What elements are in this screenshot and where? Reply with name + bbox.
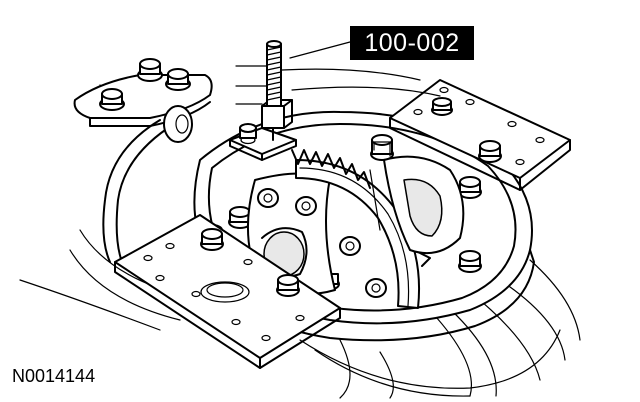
guide-lines — [235, 65, 441, 105]
ring-gear-teeth — [291, 149, 371, 189]
carrier-bolt — [257, 188, 279, 208]
housing-bolt — [458, 176, 482, 199]
special-tool-100-002 — [229, 40, 297, 161]
plate-hole — [413, 86, 545, 166]
plate-hole — [143, 242, 305, 342]
housing-bolt — [458, 250, 482, 273]
plate-bolt — [200, 228, 224, 251]
vent-tube — [102, 119, 161, 263]
plate-bolt — [431, 97, 453, 116]
carrier-bolt — [365, 278, 387, 298]
carrier-bolt — [295, 196, 317, 216]
plate-bolt — [478, 140, 502, 163]
carrier-bolt — [339, 236, 361, 256]
upper-bracket — [73, 58, 213, 143]
right-cover-plate — [389, 79, 571, 191]
left-cover-plate — [114, 214, 341, 369]
pinion-gear — [369, 141, 465, 254]
bushing — [163, 105, 193, 143]
plate-bolt — [276, 274, 300, 297]
bracket-bolt — [99, 88, 125, 111]
bracket-bolt — [165, 68, 191, 91]
bracket-bolt — [137, 58, 163, 82]
tool-number-callout: 100-002 — [350, 26, 474, 60]
callout-leader-line — [289, 41, 351, 59]
figure-id-label: N0014144 — [12, 366, 96, 386]
